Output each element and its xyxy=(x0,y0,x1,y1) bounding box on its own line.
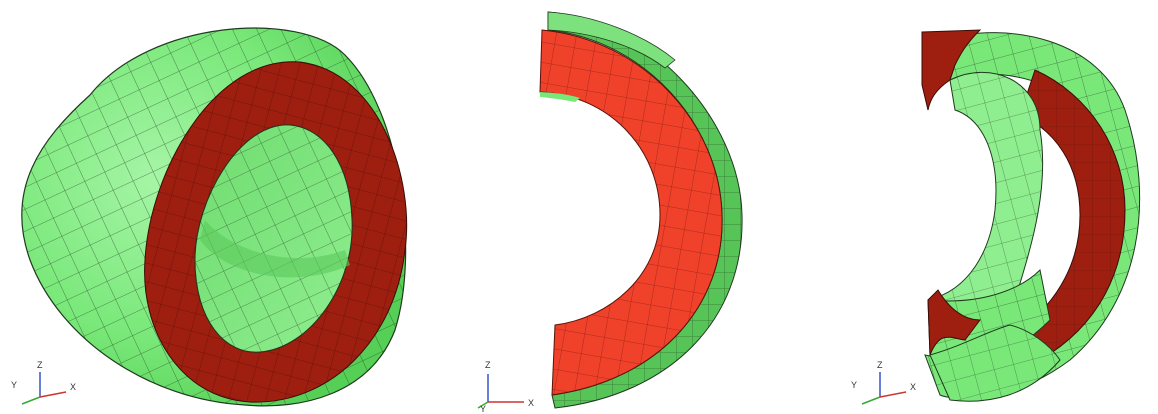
cutaway-model xyxy=(921,29,1141,402)
triad-y-label: Y xyxy=(11,380,17,390)
triad-x-label: X xyxy=(528,398,534,408)
full-torus-view[interactable]: Z Y X xyxy=(0,0,420,414)
triad-z-label: Z xyxy=(485,360,491,370)
half-section-model xyxy=(539,11,743,409)
triad-y-label: Y xyxy=(851,380,857,390)
triad-x-label: X xyxy=(910,382,916,392)
triad-y-label: Y xyxy=(480,404,486,412)
half-section-view[interactable]: Z Y X xyxy=(420,0,750,414)
axis-triad: Z Y X xyxy=(11,360,76,405)
triad-z-label: Z xyxy=(37,360,43,370)
cutaway-view[interactable]: Z Y X xyxy=(750,0,1158,414)
triad-z-label: Z xyxy=(877,360,883,370)
full-torus-model xyxy=(21,27,408,407)
cutaway-bottom-cut-face xyxy=(927,289,981,356)
axis-triad: Z Y X xyxy=(851,360,916,405)
axis-triad: Z Y X xyxy=(477,360,534,412)
triad-x-label: X xyxy=(70,382,76,392)
